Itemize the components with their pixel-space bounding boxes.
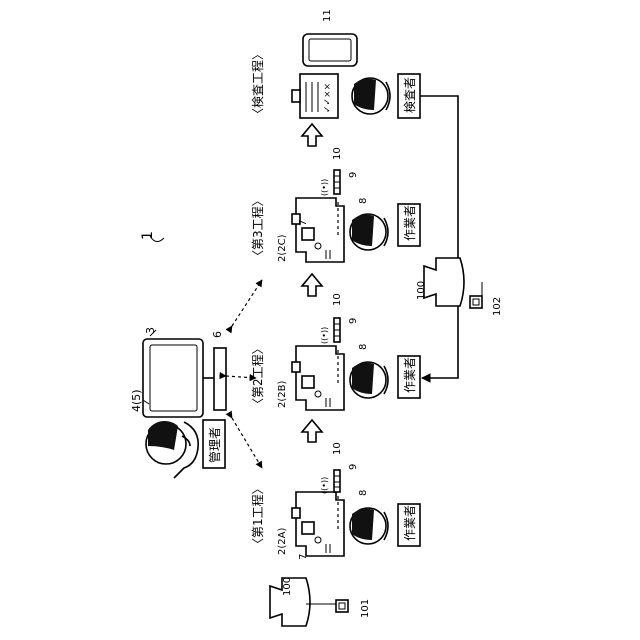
stage-2-ref-10: 10 <box>332 293 343 306</box>
garment-returned <box>424 258 482 308</box>
worker-3 <box>350 214 388 250</box>
stage-3-ref-8: 8 <box>358 198 369 204</box>
terminal-ref-leader <box>143 400 149 404</box>
garment-input-tag-ref: 101 <box>360 599 371 618</box>
stage-1-label: 〈第1工程〉 <box>250 482 265 550</box>
wireless-icon-2: ((•)) <box>320 327 329 344</box>
stage-2-label: 〈第2工程〉 <box>250 342 265 410</box>
stage-3-label: 〈第3工程〉 <box>250 194 265 262</box>
figure-number: 1 <box>140 231 156 240</box>
svg-text:((•)): ((•)) <box>320 327 329 344</box>
manager-label: 管理者 <box>207 427 222 463</box>
signal-tower-1 <box>334 470 340 492</box>
stage-1-ref-7: 7 <box>298 554 309 560</box>
flow-arrow-3-to-inspection <box>302 124 322 146</box>
signal-tower-3 <box>334 170 340 194</box>
stage-2-machine-ref: 2(2B) <box>277 381 288 408</box>
stage-1-ref-9: 9 <box>348 464 359 470</box>
worker-1-label: 作業者 <box>403 505 417 541</box>
garment-returned-ref: 100 <box>416 281 427 300</box>
stage-1: 〈第1工程〉 2(2A) ((•)) 10 9 8 7 <box>250 442 420 560</box>
tablet-ref: 11 <box>322 9 333 22</box>
flow-arrow-1-to-2 <box>302 420 322 442</box>
link-to-stage1 <box>232 418 262 468</box>
worker-1 <box>350 508 388 544</box>
stage-1-ref-10: 10 <box>332 442 343 455</box>
garment-returned-tag-ref: 102 <box>492 297 503 316</box>
stage-2-ref-8: 8 <box>358 344 369 350</box>
stage-3-machine-ref: 2(2C) <box>277 234 288 262</box>
admin-display <box>143 339 214 417</box>
inspector <box>352 78 390 114</box>
terminal-ref: 4(5) <box>130 389 143 412</box>
figure-ref: 1 <box>140 231 156 240</box>
tablet-11 <box>303 34 357 66</box>
stage-3-ref-9: 9 <box>348 172 359 178</box>
stage-1-ref-8: 8 <box>358 490 369 496</box>
sewing-machine-3 <box>292 198 344 262</box>
signal-tower-2 <box>334 318 340 342</box>
garment-input-ref: 100 <box>282 577 293 596</box>
wireless-icon-3: ((•)) <box>320 179 329 196</box>
sewing-machine-2 <box>292 346 344 410</box>
svg-text:((•)): ((•)) <box>320 477 329 494</box>
inspector-label: 検査者 <box>403 77 417 113</box>
admin-computer <box>214 348 226 410</box>
stage-1-machine-ref: 2(2A) <box>277 528 288 555</box>
worker-2 <box>350 362 388 398</box>
stage-2-ref-9: 9 <box>348 318 359 324</box>
checklist-icon: ✓✓×× <box>292 74 338 118</box>
svg-text:✓✓××: ✓✓×× <box>323 83 333 113</box>
inspection-label: 〈検査工程〉 <box>250 48 265 120</box>
flow-arrow-2-to-3 <box>302 274 322 296</box>
svg-text:((•)): ((•)) <box>320 179 329 196</box>
worker-2-label: 作業者 <box>403 357 417 393</box>
inspection-stage: 〈検査工程〉 11 ✓✓×× 検査者 <box>250 9 420 120</box>
sewing-machine-1 <box>292 492 344 556</box>
stage-2: 〈第2工程〉 2(2B) ((•)) 10 9 8 <box>250 293 420 410</box>
worker-3-label: 作業者 <box>403 205 417 241</box>
wireless-icon-1: ((•)) <box>320 477 329 494</box>
link-to-stage3 <box>232 280 262 326</box>
stage-3-ref-10: 10 <box>332 147 343 160</box>
stage-3-ref-7: 7 <box>298 220 309 226</box>
manager-person <box>146 421 198 478</box>
stage-3: 〈第3工程〉 2(2C) ((•)) 10 9 8 7 <box>250 147 420 262</box>
computer-ref: 6 <box>211 331 224 338</box>
return-path <box>420 96 458 378</box>
